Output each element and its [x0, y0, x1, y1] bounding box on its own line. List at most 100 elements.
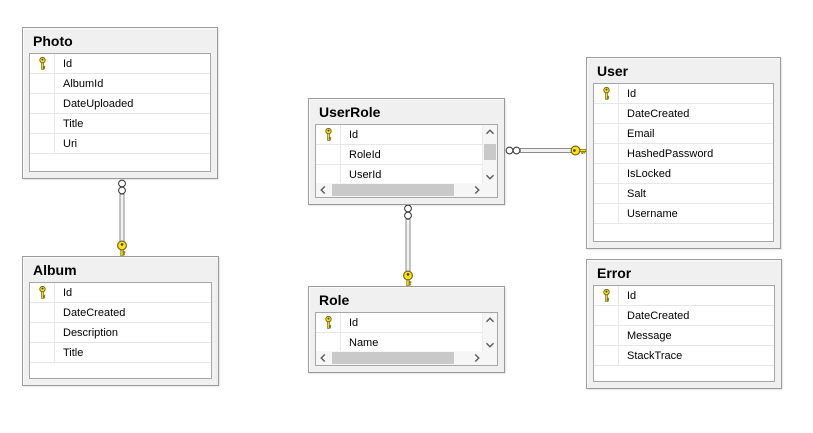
horizontal-scrollbar-thumb[interactable] [332, 184, 454, 196]
column-row[interactable]: Id [594, 84, 773, 104]
key-cell [316, 145, 341, 164]
column-row[interactable]: IsLocked [594, 164, 773, 184]
column-name: Salt [627, 187, 646, 200]
column-row[interactable]: Id [594, 286, 774, 306]
column-row[interactable]: Name [316, 333, 482, 351]
key-cell [30, 303, 55, 322]
column-row[interactable]: RoleId [316, 145, 482, 165]
primary-key-icon [324, 316, 332, 329]
scroll-up-button[interactable] [483, 313, 497, 326]
column-name: UserId [349, 168, 382, 181]
vertical-scrollbar[interactable] [483, 313, 497, 351]
column-row[interactable]: Id [316, 125, 482, 145]
key-cell [30, 94, 55, 113]
horizontal-scrollbar[interactable] [316, 183, 497, 197]
column-row[interactable]: Id [30, 283, 211, 303]
infinity-circles-icon [512, 146, 521, 155]
column-row[interactable]: Description [30, 323, 211, 343]
primary-key-icon [38, 57, 46, 70]
scroll-down-button[interactable] [483, 170, 497, 183]
column-name: Email [627, 127, 655, 140]
chevron-down-icon [486, 342, 494, 348]
scroll-right-button[interactable] [470, 351, 483, 365]
chevron-up-icon [486, 316, 494, 322]
column-name: DateUploaded [63, 97, 134, 110]
primary-key-icon [602, 289, 610, 302]
column-row[interactable]: Salt [594, 184, 773, 204]
column-row[interactable]: UserId [316, 165, 482, 183]
vertical-scrollbar[interactable] [483, 125, 497, 183]
infinity-circles-icon [505, 146, 514, 155]
primary-key-icon [324, 128, 332, 141]
column-name: Title [63, 346, 84, 359]
column-name: Id [627, 289, 637, 302]
relationship-line[interactable] [119, 194, 125, 243]
horizontal-scrollbar-thumb[interactable] [332, 352, 454, 364]
column-name: HashedPassword [627, 147, 714, 160]
table-title: UserRole [319, 104, 381, 120]
key-cell [30, 283, 55, 302]
column-row[interactable]: Title [30, 114, 210, 134]
key-cell [594, 104, 619, 123]
relationship-userrole-user[interactable] [505, 145, 587, 156]
column-row[interactable]: DateCreated [594, 104, 773, 124]
column-name: Id [349, 316, 359, 329]
scroll-up-button[interactable] [483, 125, 497, 138]
column-row[interactable]: Message [594, 326, 774, 346]
column-name: Name [349, 336, 379, 349]
key-end-icon [570, 145, 587, 156]
key-cell [30, 134, 55, 153]
key-cell [30, 114, 55, 133]
chevron-down-icon [486, 174, 494, 180]
relationship-line[interactable] [520, 148, 573, 153]
scroll-down-button[interactable] [483, 338, 497, 351]
key-cell [30, 323, 55, 342]
column-row[interactable]: Id [30, 54, 210, 74]
column-row[interactable]: HashedPassword [594, 144, 773, 164]
key-cell [316, 165, 341, 183]
column-row[interactable]: Email [594, 124, 773, 144]
column-name: Description [63, 326, 119, 339]
column-row[interactable]: Title [30, 343, 211, 363]
scroll-right-button[interactable] [470, 183, 483, 197]
key-cell [316, 333, 341, 351]
column-name: Id [627, 87, 637, 100]
column-name: DateCreated [627, 309, 690, 322]
column-row[interactable]: DateCreated [594, 306, 774, 326]
relationship-photo-album[interactable] [117, 179, 127, 257]
column-row[interactable]: Id [316, 313, 482, 333]
column-row[interactable]: Username [594, 204, 773, 224]
infinity-circles-icon [404, 204, 412, 213]
column-name: Id [349, 128, 359, 141]
relationship-userrole-role[interactable] [403, 204, 413, 287]
scroll-left-button[interactable] [316, 183, 329, 197]
relationship-line[interactable] [405, 219, 411, 273]
column-name: RoleId [349, 148, 381, 161]
vertical-scrollbar-thumb[interactable] [484, 144, 496, 160]
scroll-left-button[interactable] [316, 351, 329, 365]
horizontal-scrollbar[interactable] [316, 351, 497, 365]
column-row[interactable]: AlbumId [30, 74, 210, 94]
key-cell [594, 84, 619, 103]
key-end-icon [403, 270, 413, 287]
column-name: AlbumId [63, 77, 104, 90]
primary-key-icon [602, 87, 610, 100]
table-title: Role [319, 292, 350, 308]
column-row[interactable]: StackTrace [594, 346, 774, 366]
column-row[interactable]: DateCreated [30, 303, 211, 323]
column-name: DateCreated [627, 107, 690, 120]
column-row[interactable]: Uri [30, 134, 210, 154]
key-cell [594, 164, 619, 183]
key-cell [316, 125, 341, 144]
column-row[interactable]: DateUploaded [30, 94, 210, 114]
infinity-circles-icon [118, 179, 126, 188]
